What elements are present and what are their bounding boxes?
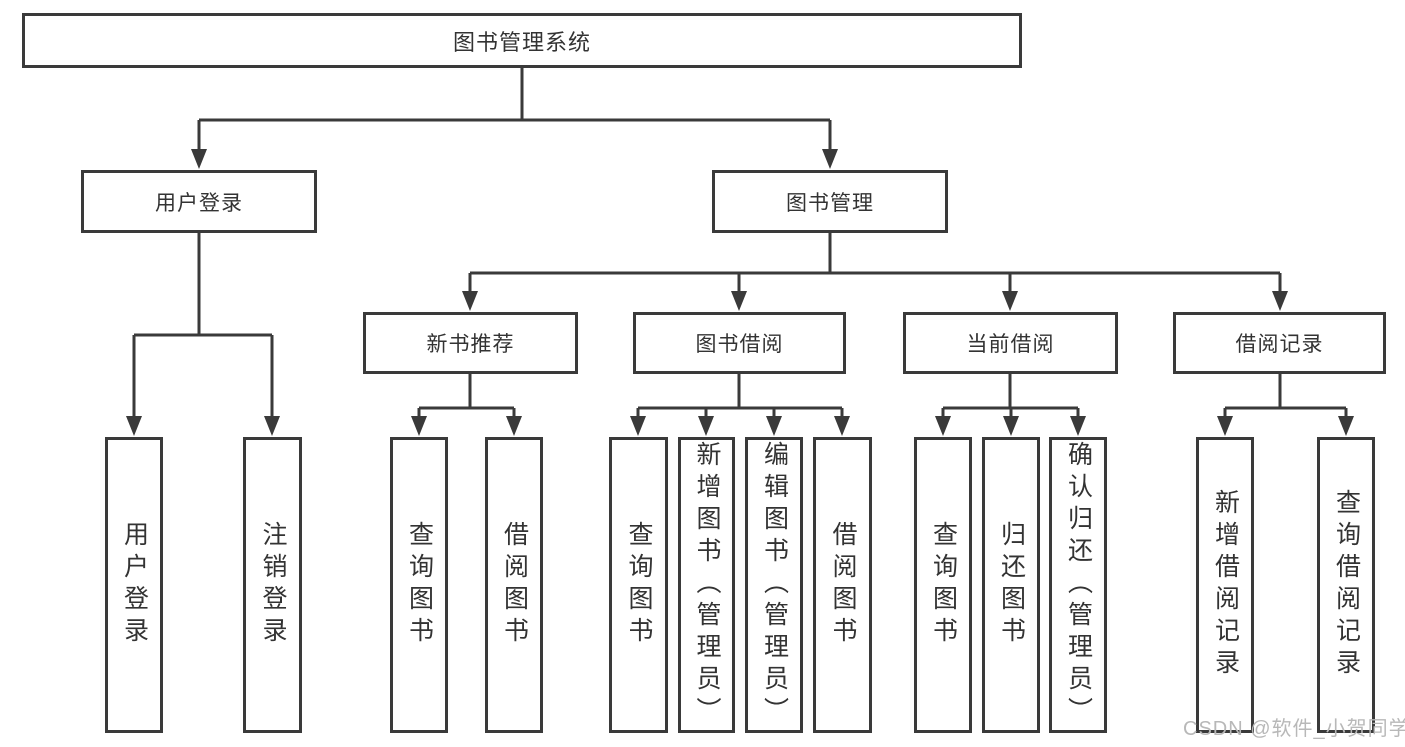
node-label: 图书管理系统 (452, 29, 591, 55)
node-current-borrowing: 当前借阅 (903, 312, 1118, 374)
node-label: 注销登录 (259, 521, 287, 649)
leaf-add-borrow-record: 新增借阅记录 (1196, 437, 1254, 733)
arrow-down-icon (766, 416, 782, 436)
node-label: 查询图书 (929, 521, 958, 649)
arrow-down-icon (1070, 416, 1086, 436)
node-label: 查询图书 (405, 521, 434, 649)
node-label: 图书借阅 (695, 333, 784, 356)
node-label: 借阅记录 (1235, 333, 1324, 356)
node-label: 查询借阅记录 (1332, 489, 1361, 681)
arrow-down-icon (1003, 416, 1019, 436)
leaf-query-borrow-record: 查询借阅记录 (1317, 437, 1375, 733)
leaf-add-books-admin: 新增图书（管理员） (678, 437, 735, 733)
leaf-query-books-current: 查询图书 (914, 437, 972, 733)
leaf-query-books-recommend: 查询图书 (390, 437, 448, 733)
arrow-down-icon (191, 149, 207, 169)
node-new-book-recommendation: 新书推荐 (363, 312, 578, 374)
arrow-down-icon (1217, 416, 1233, 436)
arrow-down-icon (731, 291, 747, 311)
arrow-down-icon (1002, 291, 1018, 311)
arrow-down-icon (411, 416, 427, 436)
arrow-down-icon (834, 416, 850, 436)
leaf-return-books: 归还图书 (982, 437, 1040, 733)
leaf-logout: 注销登录 (243, 437, 302, 733)
node-user-login: 用户登录 (81, 170, 317, 233)
arrow-down-icon (126, 416, 142, 436)
node-label: 借阅图书 (829, 521, 857, 649)
node-label: 用户登录 (155, 191, 243, 215)
arrow-down-icon (698, 416, 714, 436)
arrow-down-icon (264, 416, 280, 436)
leaf-borrow-books-borrowing: 借阅图书 (813, 437, 872, 733)
node-label: 新增图书（管理员） (693, 441, 721, 729)
node-label: 图书管理 (786, 191, 874, 215)
leaf-query-books-borrowing: 查询图书 (609, 437, 668, 733)
node-label: 归还图书 (997, 521, 1026, 649)
node-label: 当前借阅 (966, 333, 1055, 356)
node-label: 确认归还（管理员） (1064, 441, 1093, 729)
arrow-down-icon (1272, 291, 1288, 311)
leaf-borrow-books-recommend: 借阅图书 (485, 437, 543, 733)
node-label: 用户登录 (120, 521, 149, 649)
node-book-borrowing: 图书借阅 (633, 312, 846, 374)
arrow-down-icon (506, 416, 522, 436)
csdn-watermark: CSDN @软件_小贺同学 (1183, 718, 1405, 740)
arrow-down-icon (462, 291, 478, 311)
node-book-management: 图书管理 (712, 170, 948, 233)
node-label: 查询图书 (625, 521, 653, 649)
leaf-confirm-return-admin: 确认归还（管理员） (1049, 437, 1107, 733)
arrow-down-icon (630, 416, 646, 436)
node-borrowing-records: 借阅记录 (1173, 312, 1386, 374)
node-label: 新书推荐 (426, 333, 515, 356)
leaf-edit-books-admin: 编辑图书（管理员） (745, 437, 803, 733)
node-library-management-system: 图书管理系统 (22, 13, 1022, 68)
arrow-down-icon (822, 149, 838, 169)
leaf-user-login: 用户登录 (105, 437, 163, 733)
node-label: 编辑图书（管理员） (760, 441, 789, 729)
arrow-down-icon (1338, 416, 1354, 436)
node-label: 新增借阅记录 (1211, 489, 1240, 681)
node-label: 借阅图书 (500, 521, 529, 649)
arrow-down-icon (935, 416, 951, 436)
